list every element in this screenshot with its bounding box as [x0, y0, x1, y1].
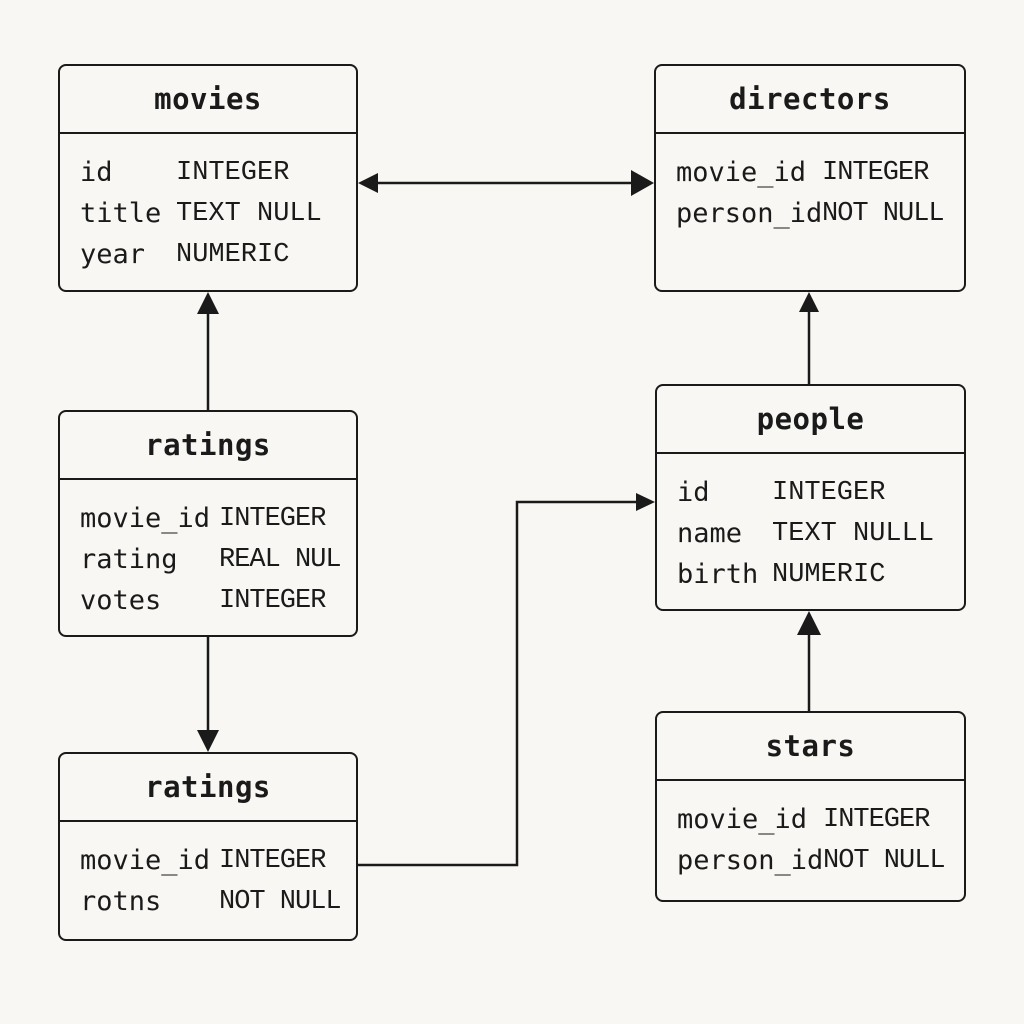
field-row: name TEXT NULLL: [677, 513, 964, 554]
field-row: movie_id INTEGER: [676, 152, 964, 193]
field-row: birth NUMERIC: [677, 554, 964, 595]
field-name: person_id: [676, 198, 823, 229]
connector-movies-directors: [358, 170, 654, 196]
table-fields: movie_id INTEGER rating REAL NUL votes I…: [60, 480, 356, 621]
field-row: id INTEGER: [80, 152, 356, 193]
arrowhead-up: [797, 611, 821, 635]
table-title: directors: [656, 66, 964, 134]
arrowhead-right: [631, 170, 654, 196]
table-ratings[interactable]: ratings movie_id INTEGER rating REAL NUL…: [58, 410, 358, 637]
field-name: movie_id: [80, 503, 211, 534]
table-title: ratings: [60, 754, 356, 822]
field-name: movie_id: [677, 804, 808, 835]
field-type: INTEGER: [822, 157, 929, 188]
field-name: id: [677, 477, 710, 508]
field-row: id INTEGER: [677, 472, 964, 513]
field-row: person_id NOT NULL: [676, 193, 964, 234]
field-row: year NUMERIC: [80, 234, 356, 275]
field-type: INTEGER: [176, 157, 290, 188]
table-fields: movie_id INTEGER rotns NOT NULL: [60, 822, 356, 922]
arrowhead-down: [197, 730, 219, 752]
field-row: rotns NOT NULL: [80, 881, 356, 922]
field-type: INTEGER: [219, 585, 326, 616]
field-name: rating: [80, 544, 178, 575]
field-name: id: [80, 157, 113, 188]
connector-ratings-ratings: [197, 637, 219, 752]
table-fields: movie_id INTEGER person_id NOT NULL: [656, 134, 964, 234]
table-fields: id INTEGER name TEXT NULLL birth NUMERIC: [657, 454, 964, 595]
field-row: title TEXT NULL: [80, 193, 356, 234]
field-type: NUMERIC: [772, 559, 886, 590]
arrowhead-left: [358, 173, 378, 193]
field-name: name: [677, 518, 743, 549]
field-row: votes INTEGER: [80, 580, 356, 621]
field-type: TEXT NULL: [176, 198, 322, 229]
connector-stars-people: [797, 611, 821, 711]
field-type: NOT NULL: [823, 845, 946, 876]
field-name: votes: [80, 585, 162, 616]
table-ratings-lower[interactable]: ratings movie_id INTEGER rotns NOT NULL: [58, 752, 358, 941]
connector-ratings-people: [358, 493, 655, 867]
field-type: INTEGER: [772, 477, 886, 508]
arrowhead-right: [636, 493, 655, 511]
connector-ratings-movies: [197, 292, 219, 410]
table-people[interactable]: people id INTEGER name TEXT NULLL birth …: [655, 384, 966, 611]
arrowhead-up: [799, 292, 819, 312]
table-title: stars: [657, 713, 964, 781]
field-row: movie_id INTEGER: [80, 840, 356, 881]
field-row: person_id NOT NULL: [677, 840, 964, 881]
field-type: TEXT NULLL: [772, 518, 935, 549]
field-name: person_id: [677, 845, 824, 876]
field-name: movie_id: [676, 157, 807, 188]
table-directors[interactable]: directors movie_id INTEGER person_id NOT…: [654, 64, 966, 292]
connector-people-directors: [799, 292, 819, 384]
table-title: ratings: [60, 412, 356, 480]
field-type: NOT NULL: [822, 198, 945, 229]
field-name: title: [80, 198, 162, 229]
table-fields: id INTEGER title TEXT NULL year NUMERIC: [60, 134, 356, 275]
arrowhead-up: [197, 292, 219, 314]
field-type: NUMERIC: [176, 239, 290, 270]
field-name: movie_id: [80, 845, 211, 876]
field-name: year: [80, 239, 146, 270]
field-type: INTEGER: [219, 845, 326, 876]
field-row: movie_id INTEGER: [80, 498, 356, 539]
field-type: NOT NULL: [219, 886, 342, 917]
field-row: movie_id INTEGER: [677, 799, 964, 840]
table-fields: movie_id INTEGER person_id NOT NULL: [657, 781, 964, 881]
table-title: movies: [60, 66, 356, 134]
field-row: rating REAL NUL: [80, 539, 356, 580]
field-type: INTEGER: [823, 804, 930, 835]
field-name: birth: [677, 559, 759, 590]
field-type: REAL NUL: [219, 544, 342, 575]
field-type: INTEGER: [219, 503, 326, 534]
table-movies[interactable]: movies id INTEGER title TEXT NULL year N…: [58, 64, 358, 292]
field-name: rotns: [80, 886, 162, 917]
table-stars[interactable]: stars movie_id INTEGER person_id NOT NUL…: [655, 711, 966, 902]
table-title: people: [657, 386, 964, 454]
